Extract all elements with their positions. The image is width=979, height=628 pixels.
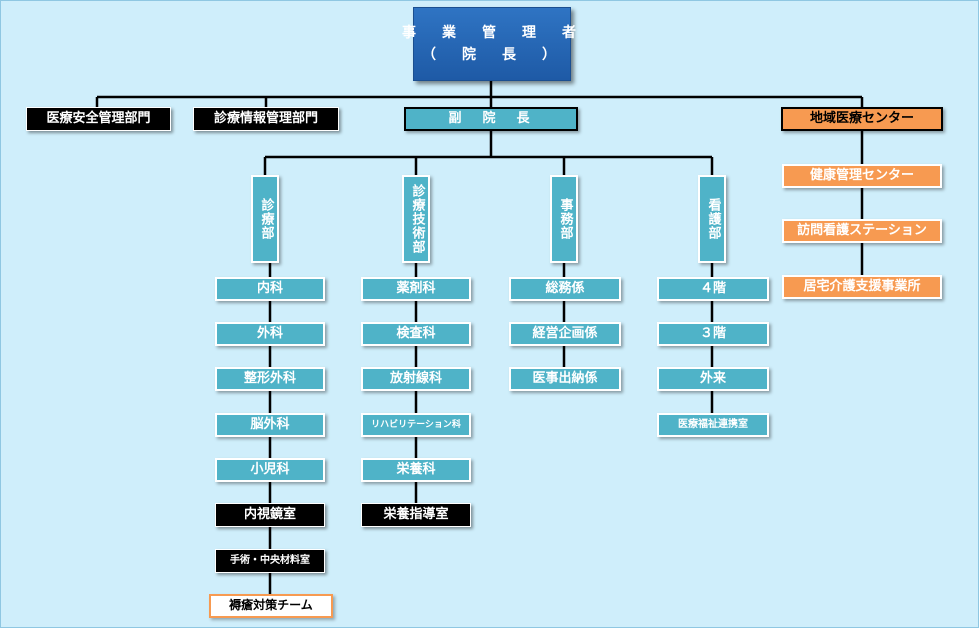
- medical-safety-dept-box: 医療安全管理部門: [26, 107, 171, 131]
- item-label: リハビリテーション科: [371, 419, 461, 430]
- health-center-label: 健康管理センター: [809, 167, 914, 183]
- item-label: 栄養科: [396, 461, 436, 477]
- regional-center-box: 地域医療センター: [781, 107, 943, 131]
- item-label: 小児科: [250, 461, 290, 477]
- dept-clinical-item: 外科: [215, 322, 325, 346]
- item-label: 外科: [256, 325, 283, 341]
- dept-nursing-item: 外来: [657, 367, 769, 391]
- vice-director-box: 副 院 長: [404, 107, 578, 131]
- dept-admin-item: 総務係: [509, 277, 621, 301]
- dept-technical-header: 診療技術部: [402, 175, 430, 263]
- item-label: 内視鏡室: [243, 506, 296, 522]
- dept-technical-item: 薬剤科: [361, 277, 471, 301]
- director-subtitle: （ 院 長 ）: [422, 47, 562, 63]
- visiting-nurse-label: 訪問看護ステーション: [797, 222, 927, 238]
- regional-center-label: 地域医療センター: [809, 110, 914, 126]
- item-label: 検査科: [396, 325, 436, 341]
- item-label: ４階: [699, 280, 726, 296]
- item-label: 整形外科: [243, 370, 296, 386]
- dept-clinical-item: 手術・中央材料室: [215, 549, 325, 573]
- item-label: 栄養指導室: [383, 506, 449, 522]
- dept-nursing-item: 医療福祉連携室: [657, 413, 769, 437]
- dept-clinical-item: 内科: [215, 277, 325, 301]
- item-label: 総務係: [545, 280, 585, 296]
- dept-clinical-item: 小児科: [215, 458, 325, 482]
- vice-director-label: 副 院 長: [448, 110, 534, 126]
- item-label: 経営企画係: [532, 325, 598, 341]
- dept-technical-label: 診療技術部: [409, 184, 425, 254]
- medical-info-dept-box: 診療情報管理部門: [193, 107, 339, 131]
- dept-clinical-label: 診療部: [258, 198, 274, 240]
- item-label: 放射線科: [389, 370, 442, 386]
- dept-clinical-item: 褥瘡対策チーム: [209, 594, 333, 618]
- health-center-box: 健康管理センター: [782, 164, 942, 188]
- item-label: 医療福祉連携室: [678, 419, 748, 431]
- dept-clinical-item: 内視鏡室: [215, 503, 325, 527]
- medical-safety-dept-label: 医療安全管理部門: [46, 110, 151, 126]
- dept-admin-item: 経営企画係: [509, 322, 621, 346]
- dept-clinical-item: 脳外科: [215, 413, 325, 437]
- home-care-office-box: 居宅介護支援事業所: [782, 275, 942, 299]
- dept-technical-item: リハビリテーション科: [361, 413, 471, 437]
- dept-technical-item: 栄養指導室: [361, 503, 471, 527]
- director-title: 事 業 管 理 者: [402, 24, 582, 41]
- dept-nursing-item: ４階: [657, 277, 769, 301]
- dept-clinical-item: 整形外科: [215, 367, 325, 391]
- visiting-nurse-box: 訪問看護ステーション: [782, 219, 942, 243]
- dept-nursing-header: 看護部: [698, 175, 726, 263]
- item-label: 内科: [256, 280, 283, 296]
- item-label: 褥瘡対策チーム: [229, 598, 313, 613]
- medical-info-dept-label: 診療情報管理部門: [213, 110, 318, 126]
- home-care-office-label: 居宅介護支援事業所: [803, 278, 921, 294]
- item-label: ３階: [699, 325, 726, 341]
- director-box: 事 業 管 理 者 （ 院 長 ）: [402, 7, 576, 81]
- dept-clinical-header: 診療部: [251, 175, 279, 263]
- item-label: 手術・中央材料室: [230, 555, 310, 567]
- dept-admin-item: 医事出納係: [509, 367, 621, 391]
- item-label: 外来: [699, 370, 726, 386]
- item-label: 薬剤科: [396, 280, 436, 296]
- item-label: 医事出納係: [532, 370, 598, 386]
- dept-technical-item: 検査科: [361, 322, 471, 346]
- item-label: 脳外科: [250, 416, 290, 432]
- dept-admin-header: 事務部: [550, 175, 578, 263]
- dept-nursing-label: 看護部: [705, 198, 721, 240]
- dept-nursing-item: ３階: [657, 322, 769, 346]
- dept-admin-label: 事務部: [557, 198, 573, 240]
- dept-technical-item: 放射線科: [361, 367, 471, 391]
- dept-technical-item: 栄養科: [361, 458, 471, 482]
